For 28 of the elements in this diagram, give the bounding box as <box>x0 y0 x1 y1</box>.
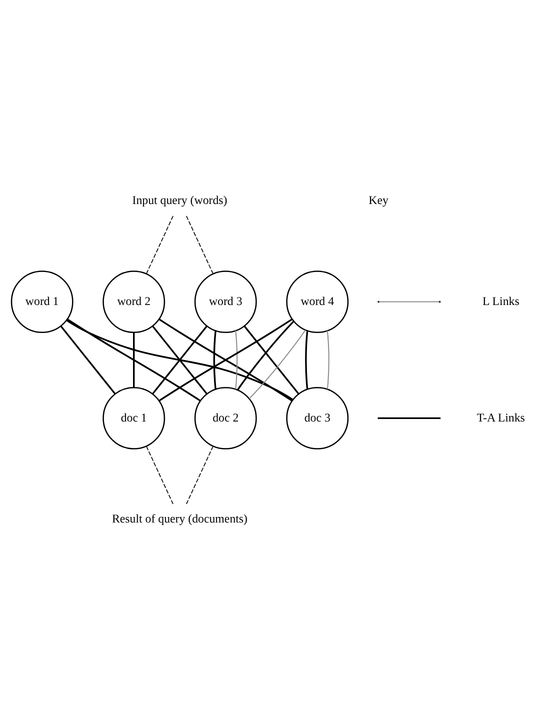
connector <box>133 332 135 387</box>
node-circle: doc 3 <box>286 386 349 449</box>
legend-label: L Links <box>482 293 520 308</box>
connector <box>146 445 174 504</box>
node-circle: word 2 <box>102 270 166 333</box>
node-text: Input query (words) <box>132 192 228 206</box>
connector <box>146 215 174 274</box>
connector <box>244 325 300 394</box>
connector <box>305 330 308 389</box>
connector <box>213 330 216 389</box>
node-circle: word 3 <box>194 270 257 333</box>
label: Key <box>368 192 388 206</box>
node-circle: doc 1 <box>102 386 166 449</box>
connector <box>186 215 214 274</box>
node-text: Result of query (documents) <box>112 510 248 525</box>
connector <box>67 318 201 401</box>
node-circle: doc 2 <box>194 386 257 449</box>
connector <box>158 318 292 401</box>
node-circle: word 1 <box>10 270 74 333</box>
legend-label: T-A Links <box>476 410 525 424</box>
connector <box>236 320 294 390</box>
connector <box>186 445 214 504</box>
connector <box>235 330 238 389</box>
node-circle: word 4 <box>286 270 349 333</box>
connector <box>326 330 330 389</box>
connector <box>66 319 294 400</box>
connector <box>60 325 116 394</box>
connector <box>248 329 306 399</box>
